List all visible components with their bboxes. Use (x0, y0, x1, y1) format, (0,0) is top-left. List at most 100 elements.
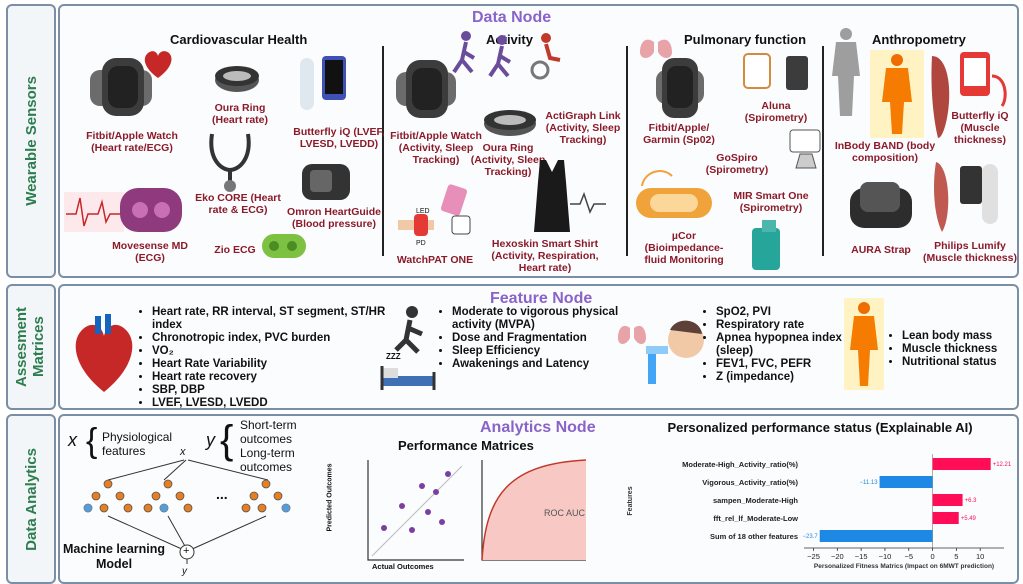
feature-item: Moderate to vigorous physical activity (… (452, 306, 632, 332)
feature-node-panel: Feature Node Heart rate, RR interval, ST… (58, 284, 1019, 410)
feature-item: Chronotropic index, PVC burden (152, 332, 392, 345)
aluna-label: Aluna (Spirometry) (744, 100, 808, 124)
ml-y-symbol: y (206, 430, 215, 450)
ucor-label: µCor (Bioimpedance- fluid Monitoring (644, 230, 724, 266)
physio-label: Physiological features (102, 430, 173, 458)
bar (932, 494, 963, 506)
fitbit-label: Fitbit/Apple Watch (Heart rate/ECG) (86, 130, 178, 154)
anthro-butterfly-label: Butterfly iQ (Muscle thickness) (951, 110, 1009, 146)
bar (932, 512, 959, 524)
smartwatch-icon (656, 58, 704, 118)
data-label: +6.3 (965, 498, 978, 504)
smartwatch-icon (396, 60, 456, 118)
feature-item: VO₂ (152, 345, 392, 358)
data-node-panel: Data Node Cardiovascular Health Fitbit/A… (58, 4, 1019, 278)
zio-patch-icon (262, 234, 306, 258)
gospiro-label: GoSpiro (Spirometry) (705, 152, 769, 176)
spirometry-person-icon (618, 316, 704, 384)
divider (822, 46, 824, 256)
y-axis-label: Features (627, 486, 634, 515)
scatter-plot (367, 460, 464, 561)
actigraph-label: ActiGraph Link (Activity, Sleep Tracking… (545, 110, 621, 146)
feature-item: Heart rate recovery (152, 371, 392, 384)
aura-strap-icon (850, 182, 912, 228)
pulm-fitbit-label: Fitbit/Apple/ Garmin (Sp02) (643, 122, 715, 146)
mir-label: MIR Smart One (Spirometry) (733, 190, 809, 214)
feature-item: SBP, DBP (152, 384, 392, 397)
feature-item: Awakenings and Latency (452, 358, 632, 371)
butterfly-label: Butterfly iQ (LVEF, LVESD, LVEDD) (293, 126, 385, 150)
x-tick-label: −15 (855, 552, 868, 561)
pd-label: PD (416, 240, 426, 247)
feature-item: Z (impedance) (716, 371, 846, 384)
x-axis-label: Personalized Fitness Matrics (Impact on … (814, 563, 994, 570)
heartbeat-icon (570, 191, 606, 214)
ucor-icon (636, 170, 712, 218)
oura-label: Oura Ring (Heart rate) (211, 102, 269, 126)
pulmonary-feature-list: SpO2, PVI Respiratory rate Apnea hypopne… (700, 306, 846, 384)
heart-icon (75, 314, 133, 392)
stethoscope-icon (209, 133, 251, 192)
feature-item: SpO2, PVI (716, 306, 846, 319)
bar (819, 530, 933, 542)
scatter-ylabel: Predicted Outcomes (326, 463, 334, 532)
zio-label: Zio ECG (214, 244, 256, 256)
roc-label: ROC AUC (544, 508, 586, 518)
body-composition-icon (870, 50, 924, 138)
inbody-label: InBody BAND (body composition) (834, 140, 936, 164)
chart-title: Personalized performance status (Explain… (667, 420, 973, 435)
runner-sleep-icon (380, 306, 436, 390)
anthro-title: Anthropometry (872, 32, 966, 47)
category-label: sampen_Moderate-High (713, 496, 798, 505)
feature-item: Heart Rate Variability (152, 358, 392, 371)
led-label: LED (416, 208, 430, 215)
smart-shirt-icon (534, 160, 570, 232)
divider (626, 46, 628, 256)
activity-feature-list: Moderate to vigorous physical activity (… (436, 306, 632, 371)
ml-x-symbol: x (68, 430, 77, 450)
ecg-patch-icon (64, 188, 182, 232)
performance-title: Performance Matrices (398, 438, 534, 453)
anthro-feature-list: Lean body mass Muscle thickness Nutritio… (886, 330, 1023, 369)
omron-label: Omron HeartGuide (Blood pressure) (287, 206, 381, 230)
plus-symbol: + (183, 545, 190, 557)
activity-title: Activity (486, 32, 533, 47)
category-label: Sum of 18 other features (710, 532, 798, 541)
data-label: −23.7 (803, 534, 819, 540)
bar (932, 458, 991, 470)
ring-icon (484, 110, 536, 136)
ml-x-node: x (180, 446, 186, 458)
cardio-feature-list: Heart rate, RR interval, ST segment, ST/… (136, 306, 392, 410)
x-tick-label: −25 (807, 552, 820, 561)
feature-item: Sleep Efficiency (452, 345, 632, 358)
outcomes-label: Short-term outcomes Long-term outcomes (240, 418, 297, 474)
feature-item: FEV1, FVC, PEFR (716, 358, 846, 371)
bar (879, 476, 933, 488)
divider (382, 46, 384, 256)
data-label: −11.13 (859, 480, 878, 486)
spirometer-icon (743, 53, 808, 90)
watchpat-label: WatchPAT ONE (396, 254, 474, 266)
aura-label: AURA Strap (851, 244, 911, 256)
movesense-label: Movesense MD (ECG) (112, 240, 188, 264)
feature-item: Lean body mass (902, 330, 1023, 343)
feature-item: Dose and Fragmentation (452, 332, 632, 345)
x-tick-label: −10 (879, 552, 892, 561)
cardio-title: Cardiovascular Health (170, 32, 308, 47)
side-label-assessment: Assesment Matrices (6, 284, 56, 410)
gospiro-icon (789, 129, 821, 169)
eko-label: Eko CORE (Heart rate & ECG) (195, 192, 281, 216)
analytics-node-panel: Analytics Node x { Physiological feature… (58, 414, 1019, 584)
human-silhouette-icon (832, 28, 860, 116)
x-tick-label: 5 (954, 552, 958, 561)
lumify-icon (934, 162, 998, 232)
hexoskin-label: Hexoskin Smart Shirt (Activity, Respirat… (491, 238, 599, 274)
feature-item: LVEF, LVESD, LVEDD (152, 397, 392, 410)
philips-label: Philips Lumify (Muscle thickness) (923, 240, 1017, 264)
category-label: Moderate-High_Activity_ratio(%) (682, 460, 798, 469)
roc-curve-plot (481, 459, 587, 561)
smartwatch-icon (90, 58, 152, 116)
running-people-icon (452, 31, 561, 80)
feature-item: Muscle thickness (902, 343, 1023, 356)
side-label-sensors: Wearable Sensors (6, 4, 56, 278)
